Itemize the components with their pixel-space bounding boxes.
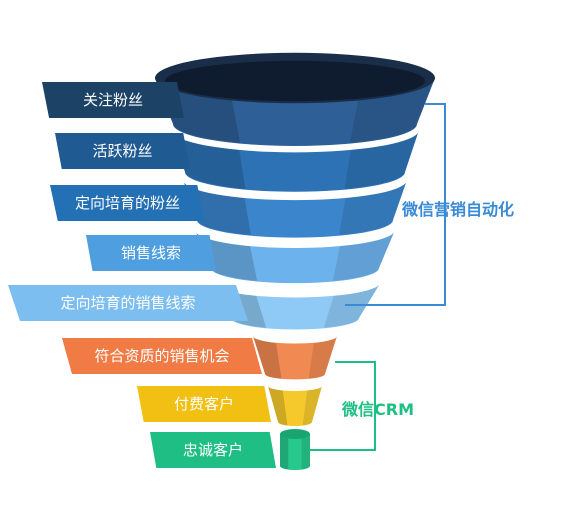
- stage-label-qualified-opportunities: 符合资质的销售机会: [62, 338, 262, 374]
- stage-label-paying-customers: 付费客户: [137, 386, 271, 422]
- funnel-ring-follow-fans: [155, 52, 435, 146]
- group-label-wechat-crm: 微信CRM: [342, 400, 414, 419]
- funnel-ring-nurtured-fans: [183, 159, 407, 238]
- bracket-wechat-crm: [310, 361, 376, 451]
- stage-label-sales-leads: 销售线索: [86, 235, 216, 271]
- group-label-wechat-marketing-automation: 微信营销自动化: [402, 200, 515, 219]
- bracket-wechat-marketing-automation: [345, 103, 446, 306]
- funnel-ring-qualified-opportunities: [253, 328, 337, 380]
- stage-label-follow-fans: 关注粉丝: [42, 82, 184, 118]
- stage-label-active-fans: 活跃粉丝: [55, 133, 190, 169]
- stage-label-nurtured-fans: 定向培育的粉丝: [50, 185, 205, 221]
- stage-label-loyal-customers: 忠诚客户: [150, 432, 276, 468]
- funnel-ring-paying-customers: [268, 381, 322, 426]
- funnel-ring-loyal-customers: [280, 429, 310, 470]
- stage-label-nurtured-leads: 定向培育的销售线索: [8, 285, 248, 321]
